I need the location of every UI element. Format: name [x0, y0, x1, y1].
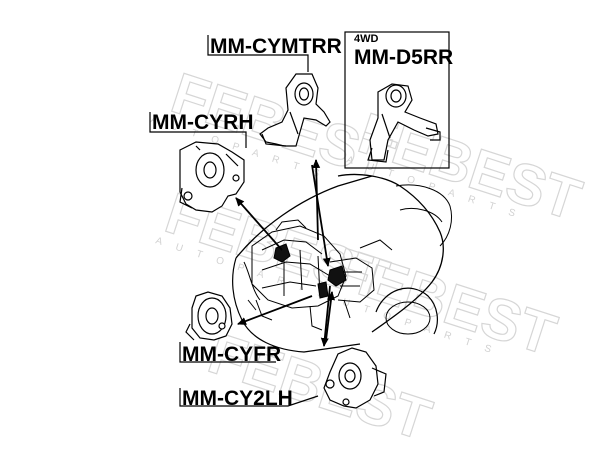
watermark-brand: FEBEST [201, 321, 439, 450]
arrow-cy2lh-to-bay [325, 291, 335, 341]
label-leaders [149, 35, 319, 407]
mount-drawing-d5rr [367, 83, 441, 163]
pointer-arrows [235, 159, 335, 347]
part-label-d5rr: MM-D5RR [354, 46, 454, 69]
mount-drawing-cy2lh [323, 347, 387, 409]
arrow-to-cyfr [237, 295, 313, 325]
inset-frame [344, 31, 450, 169]
part-label-cymtrr: MM-CYMTRR [210, 35, 342, 58]
mount-drawing-cyfr [185, 291, 233, 341]
engine-bay-sketch [232, 173, 453, 353]
part-label-cyfr: MM-CYFR [182, 343, 282, 366]
mount-drawing-cymtrr [259, 73, 331, 147]
part-label-cy2lh: MM-CY2LH [182, 387, 293, 410]
inset-drive-tag: 4WD [354, 33, 379, 45]
mount-drawing-cyrh [179, 141, 245, 213]
arrow-to-cyrh [235, 197, 283, 251]
part-label-cyrh: MM-CYRH [152, 111, 254, 134]
arrow-cymtrr-to-bay [311, 164, 331, 267]
